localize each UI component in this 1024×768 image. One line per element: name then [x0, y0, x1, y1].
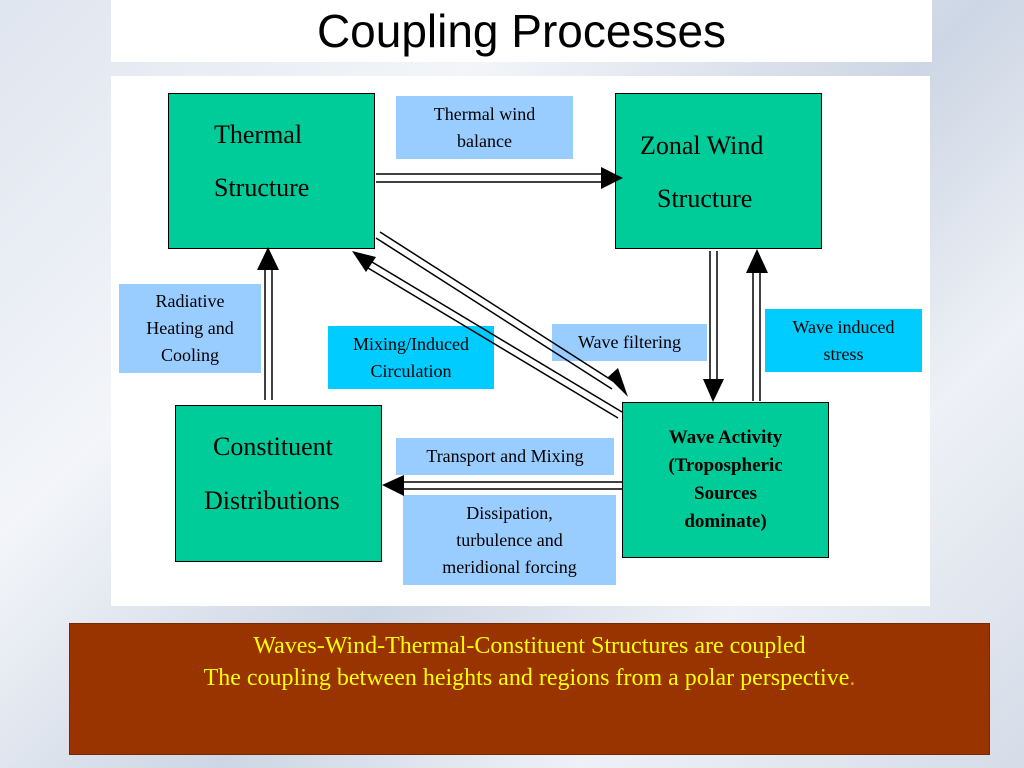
wave-line-4: dominate)	[684, 511, 767, 532]
wave-line-2: (Tropospheric	[668, 455, 783, 476]
thermal-line-2: Structure	[214, 173, 310, 202]
thermal-line-1: Thermal	[214, 120, 303, 149]
thermal-wind-balance-label: Thermal wind balance	[396, 96, 573, 159]
wave-induced-stress-label: Wave induced stress	[765, 309, 922, 372]
dissipation-label: Dissipation, turbulence and meridional f…	[403, 495, 616, 585]
transport-text: Transport and Mixing	[426, 446, 584, 466]
caption-period: .	[849, 665, 856, 691]
constituent-line-2: Distributions	[204, 486, 340, 515]
dissipation-line-3: meridional forcing	[442, 556, 577, 577]
mixing-induced-circulation-label: Mixing/Induced Circulation	[328, 326, 494, 389]
title-bar: Coupling Processes	[111, 0, 932, 62]
radiative-line-1: Radiative	[155, 291, 225, 311]
zonal-line-2: Structure	[657, 184, 753, 213]
mixing-line-1: Mixing/Induced	[353, 333, 469, 354]
wave-line-1: Wave Activity	[668, 427, 783, 448]
caption-line-1: Waves-Wind-Thermal-Constituent Structure…	[253, 633, 806, 659]
thermal-wind-line-2: balance	[457, 130, 512, 151]
mixing-line-2: Circulation	[370, 360, 452, 381]
zonal-wind-structure-box: Zonal Wind Structure	[615, 93, 822, 249]
radiative-heating-label: Radiative Heating and Cooling	[119, 284, 261, 373]
wave-line-3: Sources	[694, 483, 757, 504]
caption-line-2: The coupling between heights and regions…	[203, 665, 850, 691]
wave-activity-box: Wave Activity (Tropospheric Sources domi…	[622, 402, 829, 558]
thermal-structure-box: Thermal Structure	[168, 93, 375, 249]
thermal-wind-line-1: Thermal wind	[433, 103, 536, 124]
radiative-line-3: Cooling	[160, 345, 219, 365]
wave-stress-line-2: stress	[823, 343, 864, 364]
zonal-line-1: Zonal Wind	[640, 131, 764, 160]
dissipation-line-1: Dissipation,	[466, 502, 553, 523]
caption-line-2-wrap: The coupling between heights and regions…	[70, 662, 989, 694]
wave-filtering-text: Wave filtering	[577, 332, 681, 352]
radiative-line-2: Heating and	[146, 318, 234, 338]
constituent-line-1: Constituent	[213, 432, 333, 461]
caption-box: Waves-Wind-Thermal-Constituent Structure…	[69, 623, 990, 755]
dissipation-line-2: turbulence and	[456, 529, 563, 550]
slide-title: Coupling Processes	[316, 5, 727, 57]
constituent-distributions-box: Constituent Distributions	[175, 405, 382, 562]
wave-stress-line-1: Wave induced	[792, 316, 895, 337]
wave-filtering-label: Wave filtering	[552, 324, 707, 361]
transport-mixing-label: Transport and Mixing	[396, 438, 614, 475]
